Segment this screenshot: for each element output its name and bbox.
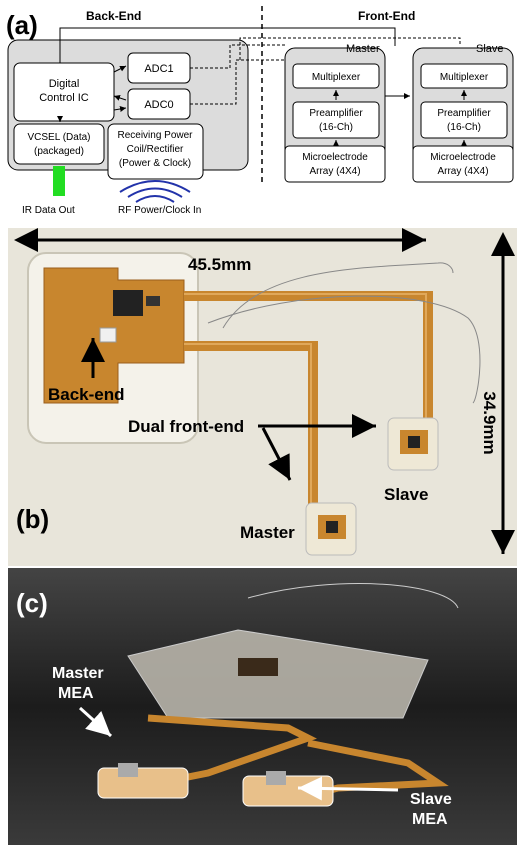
master-preamp-line1: Preamplifier xyxy=(309,108,363,119)
master-mea-line2: MEA xyxy=(58,685,94,702)
slave-chip xyxy=(408,436,420,448)
wires xyxy=(207,262,481,404)
slave-pad xyxy=(242,775,334,807)
digital-control-line2: Control IC xyxy=(39,92,89,104)
slave-mea-box xyxy=(412,145,514,183)
slave-mea-line1: Microelectrode xyxy=(430,152,496,163)
master-multiplexer-box xyxy=(292,63,380,89)
panel-a-block-diagram: (a) Back-End Front-End Master Slave Digi… xyxy=(0,0,525,225)
adc0-label: ADC0 xyxy=(144,99,173,111)
ir-out-label: IR Data Out xyxy=(22,205,75,216)
backend-vcsel xyxy=(99,327,117,343)
slave-multiplexer-label: Multiplexer xyxy=(440,72,489,83)
master-preamp-box xyxy=(292,101,380,139)
slave-multiplexer-box xyxy=(420,63,508,89)
slave-mea-line2: MEA xyxy=(412,811,448,828)
master-multiplexer-label: Multiplexer xyxy=(312,72,361,83)
width-dimension-label: 45.5mm xyxy=(188,255,251,274)
panel-b-photo: 45.5mm 34.9mm Back-end Dual front-end Sl… xyxy=(8,228,517,566)
slave-preamp-line2: (16-Ch) xyxy=(447,122,481,133)
panel-c-label: (c) xyxy=(16,588,48,618)
panel-c-photo: (c) Master MEA Slave MEA xyxy=(8,568,517,845)
backend-component xyxy=(146,296,160,306)
panel-b-label: (b) xyxy=(16,504,49,534)
vcsel-box xyxy=(13,123,105,165)
power-coil-line1: Receiving Power xyxy=(117,130,193,141)
slave-mea-line2: Array (4X4) xyxy=(437,166,488,177)
frontend-title: Front-End xyxy=(358,9,415,23)
vcsel-line1: VCSEL (Data) xyxy=(28,132,91,143)
digital-control-box xyxy=(13,62,115,122)
slave-mea-chip xyxy=(266,771,286,785)
slave-mea-line1: Slave xyxy=(410,791,452,808)
master-pad xyxy=(97,767,189,799)
master-preamp-line2: (16-Ch) xyxy=(319,122,353,133)
device-photo-illustration: 45.5mm 34.9mm Back-end Dual front-end Sl… xyxy=(8,228,517,566)
master-mea-line1: Microelectrode xyxy=(302,152,368,163)
master-label: Master xyxy=(240,523,295,542)
adc1-label: ADC1 xyxy=(144,63,173,75)
slave-mea-arrow xyxy=(297,776,399,801)
backend-block-chip xyxy=(238,658,278,676)
power-coil-line2: Coil/Rectifier xyxy=(127,144,184,155)
slave-preamp-box xyxy=(420,101,508,139)
backend-title: Back-End xyxy=(86,9,141,23)
power-coil-box xyxy=(107,123,204,180)
slave-preamp-line1: Preamplifier xyxy=(437,108,491,119)
master-mea-line1: Master xyxy=(52,665,104,682)
master-mea-arrow xyxy=(78,706,113,738)
rf-waves-icon xyxy=(119,180,191,203)
master-arrow xyxy=(261,427,292,481)
master-mea-line2: Array (4X4) xyxy=(309,166,360,177)
rf-in-label: RF Power/Clock In xyxy=(118,205,201,216)
vcsel-line2: (packaged) xyxy=(34,146,84,157)
master-chip xyxy=(326,521,338,533)
master-mea-chip xyxy=(118,763,138,777)
master-title: Master xyxy=(346,43,380,55)
master-mea-box xyxy=(284,145,386,183)
device-side-photo-illustration: (c) Master MEA Slave MEA xyxy=(8,568,517,845)
slave-label: Slave xyxy=(384,485,428,504)
wire-c xyxy=(247,583,459,609)
slave-title: Slave xyxy=(476,43,504,55)
power-coil-line3: (Power & Clock) xyxy=(119,158,191,169)
block-diagram-svg: (a) Back-End Front-End Master Slave Digi… xyxy=(6,6,514,216)
digital-control-line1: Digital xyxy=(49,78,80,90)
flex-cables xyxy=(184,291,433,508)
backend-label: Back-end xyxy=(48,385,125,404)
diagram-connectors xyxy=(57,27,467,146)
ir-light-icon xyxy=(53,166,65,196)
flex-cable-highlights xyxy=(184,293,427,508)
panel-a-label: (a) xyxy=(6,10,38,40)
dual-frontend-label: Dual front-end xyxy=(128,417,244,436)
height-dimension-label: 34.9mm xyxy=(480,391,499,454)
backend-chip xyxy=(113,290,143,316)
